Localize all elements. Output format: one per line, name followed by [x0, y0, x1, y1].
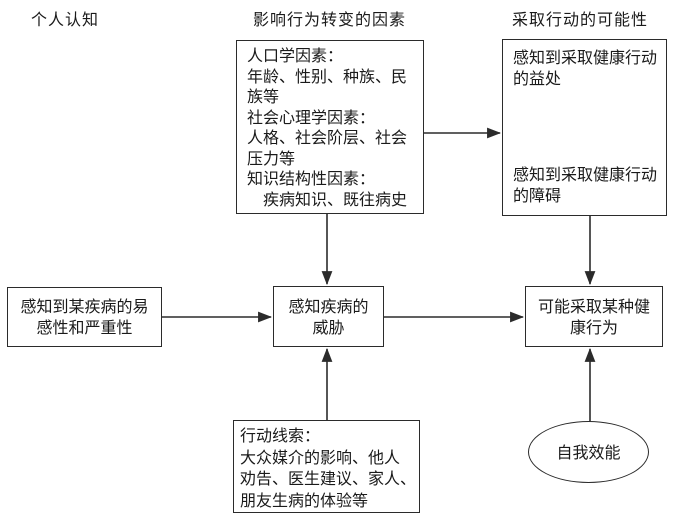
- cues-to-action-box: 行动线索： 大众媒介的影响、他人 劝告、医生建议、家人、 朋友生病的体验等: [233, 420, 420, 513]
- benefits-line: 的益处: [513, 68, 562, 88]
- cues-line: 朋友生病的体验等: [240, 490, 369, 510]
- factors-line: 族等: [247, 87, 280, 106]
- cues-line: 劝告、医生建议、家人、: [240, 469, 417, 488]
- self-efficacy-ellipse: 自我效能: [528, 421, 649, 483]
- benefits-line: 感知到采取健康行动: [513, 48, 658, 67]
- factors-line: 压力等: [247, 148, 296, 168]
- threat-line: 威胁: [312, 317, 345, 337]
- susceptibility-line: 感性和严重性: [36, 318, 133, 337]
- perceived-benefits-text: 感知到采取健康行动 的益处: [513, 48, 666, 89]
- behavior-line: 康行为: [569, 317, 618, 337]
- factors-line: 社会心理学因素：: [247, 107, 376, 127]
- factors-line: 人格、社会阶层、社会: [247, 128, 408, 147]
- factors-line: 知识结构性因素：: [247, 169, 376, 188]
- cues-line: 大众媒介的影响、他人: [240, 447, 401, 467]
- factors-line: 年龄、性别、种族、民: [247, 66, 408, 86]
- perceived-barriers-text: 感知到采取健康行动 的障碍: [513, 165, 666, 206]
- column-header-personal-cognition: 个人认知: [31, 10, 100, 29]
- behavior-line: 可能采取某种健: [537, 296, 650, 316]
- health-behavior-box: 可能采取某种健 康行为: [525, 286, 663, 347]
- threat-line: 感知疾病的: [288, 296, 369, 316]
- column-header-modifying-factors: 影响行为转变的因素: [253, 10, 407, 29]
- barriers-line: 感知到采取健康行动: [513, 165, 658, 184]
- perceived-threat-box: 感知疾病的 威胁: [273, 286, 384, 347]
- perceived-susceptibility-box: 感知到某疾病的易 感性和严重性: [7, 287, 162, 347]
- factors-line: 疾病知识、既往病史: [247, 189, 408, 209]
- barriers-line: 的障碍: [513, 185, 562, 205]
- susceptibility-line: 感知到某疾病的易: [20, 297, 149, 316]
- self-efficacy-label: 自我效能: [556, 442, 621, 462]
- cues-line: 行动线索：: [240, 426, 321, 445]
- column-header-likelihood-of-action: 采取行动的可能性: [512, 10, 649, 29]
- modifying-factors-box: 人口学因素： 年龄、性别、种族、民 族等 社会心理学因素： 人格、社会阶层、社会…: [236, 40, 424, 214]
- benefits-barriers-box: 感知到采取健康行动 的益处 感知到采取健康行动 的障碍: [502, 39, 667, 216]
- factors-line: 人口学因素：: [247, 46, 344, 65]
